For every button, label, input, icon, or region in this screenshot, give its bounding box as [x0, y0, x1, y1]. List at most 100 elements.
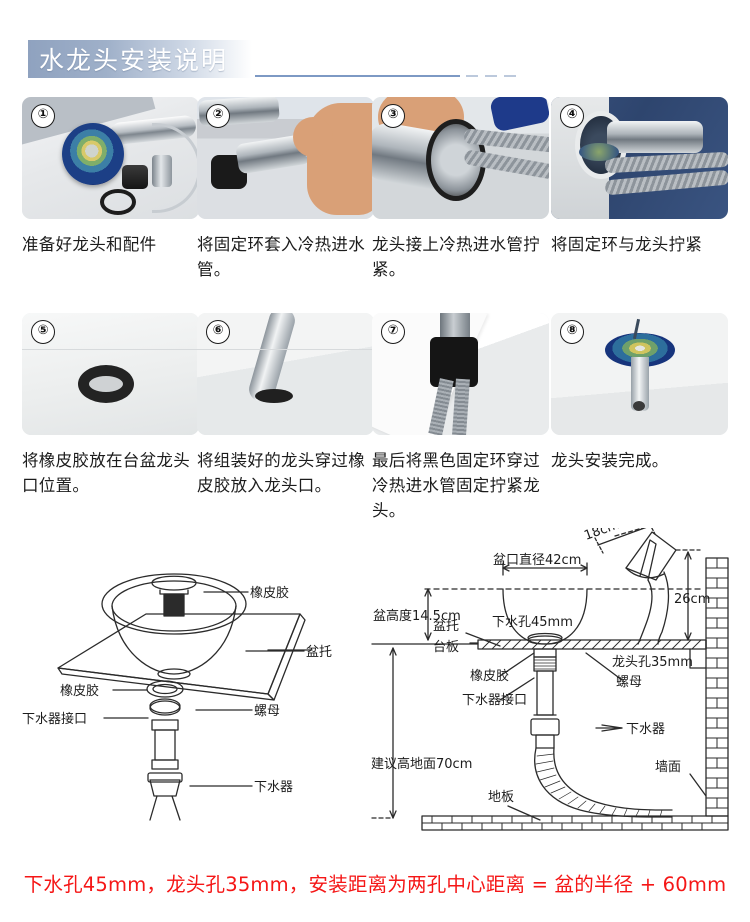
step-8-number: ⑧	[560, 320, 584, 344]
faucet-body-right-icon	[657, 571, 670, 645]
label-drain-connector-right: 下水器接口	[462, 692, 527, 708]
label-basin-height: 盆高度14.5cm	[373, 608, 461, 624]
step-4-caption: 将固定环与龙头拧紧	[551, 235, 703, 254]
drainer-section-icon	[530, 718, 560, 736]
basin-diameter-arrows	[502, 564, 588, 572]
step-8-caption: 龙头安装完成。	[551, 451, 669, 470]
leader-wall	[689, 773, 707, 797]
floor-hatch	[421, 815, 729, 831]
label-spout-height: 26cm	[674, 592, 710, 607]
label-left-rubber-top: 橡皮胶	[250, 585, 289, 601]
label-faucet-hole: 龙头孔35mm	[612, 655, 693, 670]
drain-connector-tube-icon	[154, 729, 176, 761]
metal-sleeve-icon	[152, 155, 172, 187]
leader-drainer-arrow	[601, 724, 623, 732]
step-4-number: ④	[560, 104, 584, 128]
drainer-flange-icon	[147, 772, 183, 783]
faucet-body-left-icon	[637, 579, 653, 645]
label-basin-holder-right: 盆托	[433, 619, 459, 634]
step-5-photo: ⑤	[22, 313, 199, 435]
label-drain-hole: 下水孔45mm	[492, 615, 573, 630]
basin-base-icon	[157, 668, 191, 680]
leader-rubber-right	[499, 652, 535, 677]
blue-glove-icon	[489, 97, 549, 133]
faucet-glass-disc-icon	[625, 531, 677, 581]
label-floor-height: 建议高地面70cm	[371, 756, 472, 772]
step-8-photo: ⑧	[551, 313, 728, 435]
step-5-caption: 将橡皮胶放在台盆龙头口位置。	[22, 451, 190, 495]
label-wall: 墙面	[655, 760, 681, 775]
rubber-gasket-icon	[100, 189, 136, 215]
nut-top-icon	[149, 698, 181, 714]
step-6-photo: ⑥	[197, 313, 374, 435]
leader-floor	[507, 805, 541, 821]
dim18-line	[597, 528, 647, 546]
step-3-number: ③	[381, 104, 405, 128]
page-header: 水龙头安装说明	[0, 0, 750, 90]
drainer-hose-icon	[149, 795, 181, 821]
step-2-caption: 将固定环套入冷热进水管。	[197, 235, 365, 279]
label-rubber-right: 橡皮胶	[470, 668, 509, 684]
leader-basin-holder-right	[465, 632, 501, 647]
rubber-gasket-icon	[78, 365, 134, 403]
step-6-caption: 将组装好的龙头穿过橡皮胶放入龙头口。	[197, 451, 365, 495]
glass-basin-disc-icon	[62, 123, 124, 185]
faucet-hole-ring-icon	[255, 389, 293, 403]
flexible-hose-inner-icon	[553, 747, 673, 811]
right-section-diagram	[371, 528, 729, 831]
faucet-spout-icon	[631, 357, 649, 411]
floor-height-arrows	[389, 647, 397, 819]
step-7-number: ⑦	[381, 320, 405, 344]
braided-hose-2-icon	[604, 169, 728, 196]
step-1-photo: ①	[22, 97, 199, 219]
metal-sleeve-icon	[607, 121, 703, 153]
label-left-drainer: 下水器	[254, 780, 293, 795]
label-left-drain-connector: 下水器接口	[22, 711, 87, 727]
black-fixing-ring-icon	[430, 337, 478, 387]
drain-connector-collar-icon	[151, 719, 179, 731]
page-title-plate: 水龙头安装说明	[28, 40, 252, 78]
step-4: ④ 将固定环与龙头拧紧	[551, 97, 728, 257]
left-exploded-diagram	[57, 573, 313, 821]
step-7-photo: ⑦	[372, 313, 549, 435]
basin-bowl-icon	[111, 605, 237, 675]
leader-drain-connector-right	[499, 677, 535, 701]
step-5: ⑤ 将橡皮胶放在台盆龙头口位置。	[22, 313, 199, 498]
faucet-outlet-icon	[633, 401, 645, 411]
stopper-stem-icon	[163, 593, 185, 617]
label-countertop: 台板	[433, 640, 459, 655]
step-2: ② 将固定环套入冷热进水管。	[197, 97, 374, 282]
braided-hose-2-icon	[452, 378, 470, 435]
step-6-number: ⑥	[206, 320, 230, 344]
step-3: ③ 龙头接上冷热进水管拧紧。	[372, 97, 549, 282]
label-left-basin-holder: 盆托	[306, 645, 332, 660]
scene-denim-tighten	[551, 97, 728, 219]
countertop-slab-icon	[57, 613, 301, 695]
basin-rim-icon	[101, 573, 247, 635]
countertop-backsplash-icon	[689, 639, 707, 669]
steps-row-2: ⑤ 将橡皮胶放在台盆龙头口位置。 ⑥ 将组装好的龙头穿过橡皮胶放入龙头口。	[0, 311, 750, 526]
label-left-nut: 螺母	[254, 704, 280, 719]
basin-height-arrows	[424, 588, 432, 641]
black-fixing-ring-icon	[122, 165, 148, 189]
faucet-top-edge	[614, 528, 645, 537]
label-nut-right: 螺母	[616, 675, 642, 690]
step-3-photo: ③	[372, 97, 549, 219]
rubber-gasket-section-icon	[533, 648, 557, 658]
dim18-ticks	[594, 528, 656, 554]
label-left-rubber: 橡皮胶	[60, 683, 99, 699]
step-1: ① 准备好龙头和配件	[22, 97, 199, 257]
nut-thread-hatch	[533, 659, 557, 670]
thumb-icon	[293, 117, 333, 157]
footer-note: 下水孔45mm，龙头孔35mm，安装距离为两孔中心距离 = 盆的半径 + 60m…	[23, 873, 727, 896]
rubber-gasket-inner-icon	[152, 683, 178, 695]
drain-flange-ellipse-icon	[527, 635, 563, 645]
step-6: ⑥ 将组装好的龙头穿过橡皮胶放入龙头口。	[197, 313, 374, 498]
step-1-number: ①	[31, 104, 55, 128]
step-7: ⑦ 最后将黑色固定环穿过冷热进水管固定拧紧龙头。	[372, 313, 549, 523]
page-title: 水龙头安装说明	[39, 46, 229, 75]
countertop-hatch	[481, 639, 702, 650]
step-4-photo: ④	[551, 97, 728, 219]
pop-up-stopper-icon	[151, 575, 197, 591]
leader-nut-right	[585, 652, 623, 681]
